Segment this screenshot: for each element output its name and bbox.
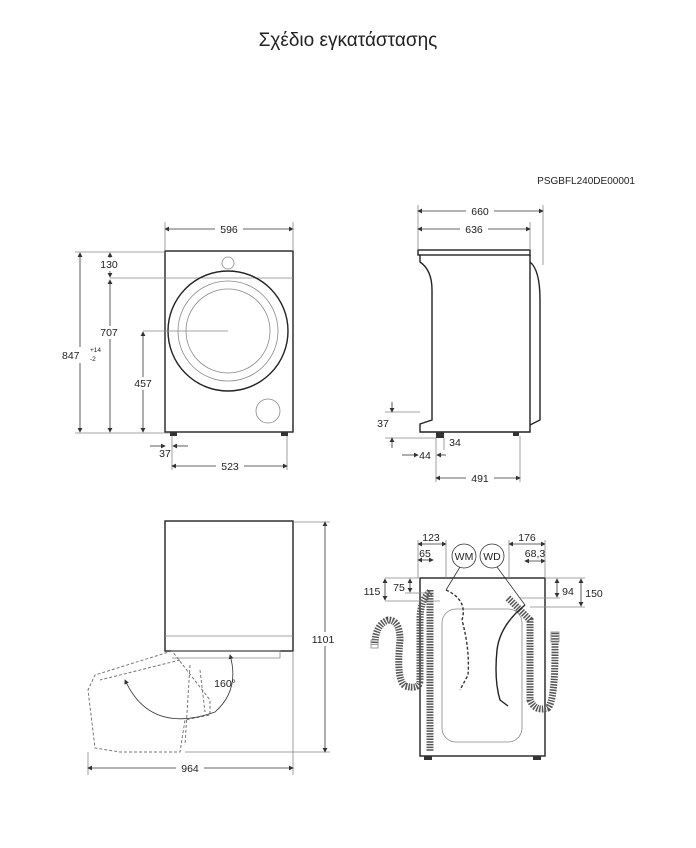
tolerance-plus: +14 — [90, 347, 101, 354]
dim-depth-body: 636 — [465, 224, 483, 236]
dim-foot-offset: 37 — [159, 448, 171, 460]
tolerance-minus: -2 — [90, 356, 96, 363]
dim-top-panel: 130 — [100, 259, 118, 271]
dim-94: 94 — [562, 586, 574, 598]
dim-75: 75 — [393, 582, 405, 594]
label-wd: WD — [483, 551, 501, 563]
dim-depth-total: 660 — [471, 206, 489, 218]
rear-view: WM WD 123 65 176 68,3 115 75 94 150 — [364, 532, 603, 760]
label-wm: WM — [455, 551, 474, 563]
dim-68-3: 68,3 — [525, 548, 546, 560]
dim-176: 176 — [518, 532, 536, 544]
dim-foot-span: 523 — [221, 461, 239, 473]
dim-foot-width: 34 — [449, 437, 461, 449]
dim-foot-height: 37 — [377, 418, 389, 430]
dim-width: 596 — [220, 224, 238, 236]
dim-123: 123 — [422, 532, 440, 544]
dim-foot-span-side: 491 — [471, 473, 489, 485]
dim-total-height: 847 — [62, 350, 80, 362]
page-title: Σχέδιο εγκατάστασης — [259, 30, 438, 51]
door-open-view: 1101 964 160° — [87, 520, 340, 775]
dim-height-open: 1101 — [312, 634, 335, 646]
drawing-code: PSGBFL240DE00001 — [537, 176, 635, 187]
dim-115: 115 — [364, 586, 381, 598]
dim-door-angle: 160° — [214, 678, 236, 690]
side-view: 660 636 37 34 44 491 — [377, 204, 544, 485]
dim-door-height: 707 — [100, 327, 118, 339]
dim-foot-offset-side: 44 — [419, 450, 431, 462]
dim-center-height: 457 — [134, 378, 152, 390]
dim-depth-open: 964 — [181, 763, 199, 775]
dim-150: 150 — [585, 588, 603, 600]
dim-65: 65 — [419, 548, 431, 560]
front-view: 596 130 707 457 847 +14 -2 37 523 — [60, 222, 294, 473]
